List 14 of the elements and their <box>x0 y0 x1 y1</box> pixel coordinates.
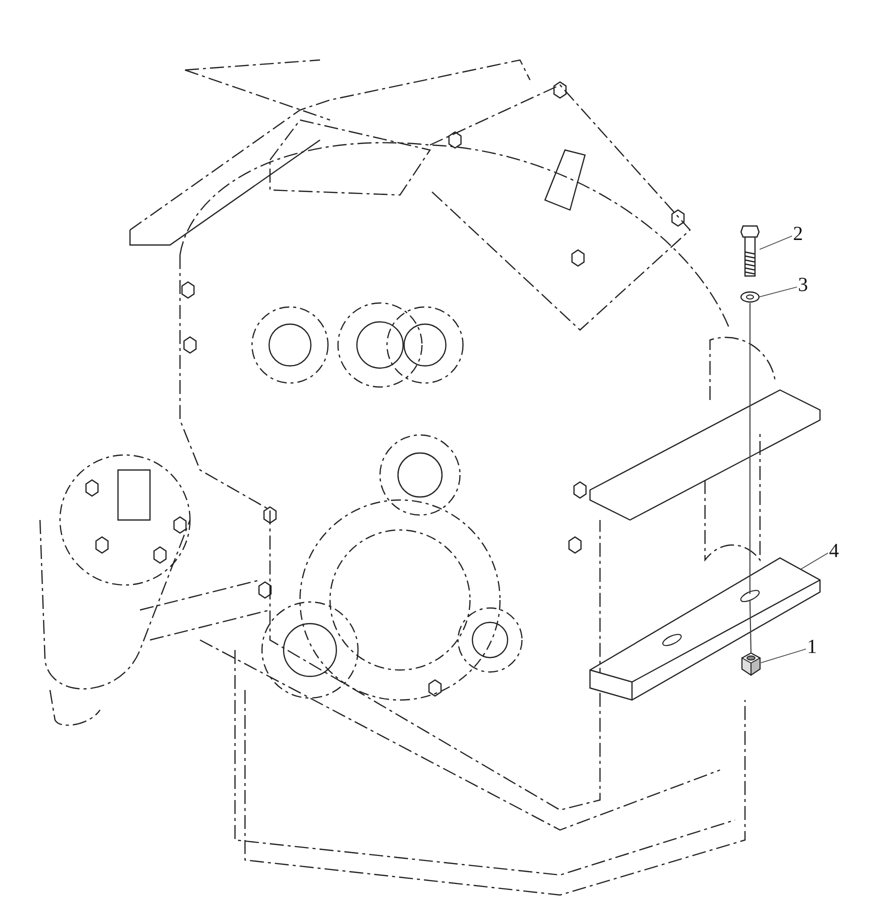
callout-number: 1 <box>806 637 818 657</box>
leader-line <box>800 552 828 570</box>
washer-drawing <box>740 291 760 303</box>
leader-line <box>759 236 792 250</box>
callout-number: 2 <box>792 224 804 244</box>
nut-drawing <box>740 652 762 676</box>
callout-number: 4 <box>828 541 840 561</box>
assembly-line <box>749 600 752 654</box>
leader-line <box>760 648 806 664</box>
assembly-line <box>749 303 751 594</box>
leader-line <box>758 286 798 298</box>
bolt-drawing <box>738 226 762 278</box>
callout-number: 3 <box>797 275 809 295</box>
plate-drawing <box>588 556 822 702</box>
